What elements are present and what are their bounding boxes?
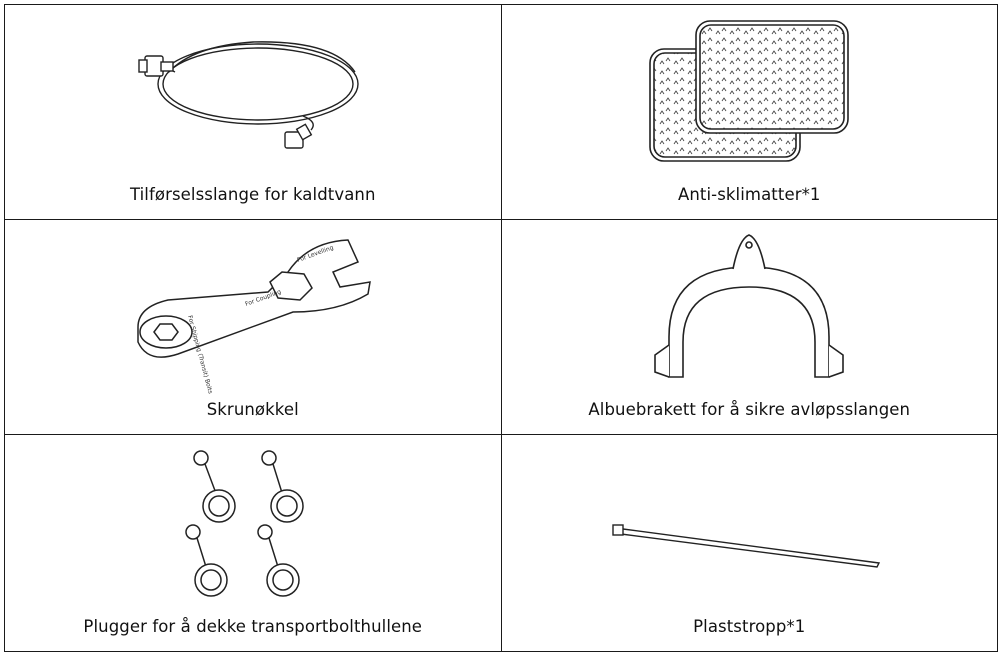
elbow-bracket-icon: [649, 227, 849, 387]
transport-plugs-icon: [183, 448, 323, 598]
accessory-cell-hose: Tilførselsslange for kaldtvann: [5, 5, 502, 220]
accessory-cell-mats: Anti-sklimatter*1: [501, 5, 998, 220]
accessory-label: Plugger for å dekke transportbolthullene: [5, 617, 501, 636]
accessory-label: Tilførselsslange for kaldtvann: [5, 185, 501, 204]
accessory-cell-cable-tie: Plaststropp*1: [501, 435, 998, 652]
accessories-table: Tilførselsslange for kaldtvann: [4, 4, 998, 652]
accessory-label: Albuebrakett for å sikre avløpsslangen: [502, 400, 998, 419]
accessory-cell-spanner: For Levelling For Coupling For Shipping …: [5, 220, 502, 435]
accessory-cell-plugs: Plugger for å dekke transportbolthullene: [5, 435, 502, 652]
accessory-label: Skrunøkkel: [5, 400, 501, 419]
accessory-label: Plaststropp*1: [502, 617, 998, 636]
spanner-icon: For Levelling For Coupling For Shipping …: [118, 232, 388, 382]
accessory-cell-bracket: Albuebrakett for å sikre avløpsslangen: [501, 220, 998, 435]
accessory-label: Anti-sklimatter*1: [502, 185, 998, 204]
water-supply-hose-icon: [133, 32, 373, 152]
anti-slip-mats-icon: [644, 17, 854, 167]
cable-tie-icon: [609, 513, 889, 573]
